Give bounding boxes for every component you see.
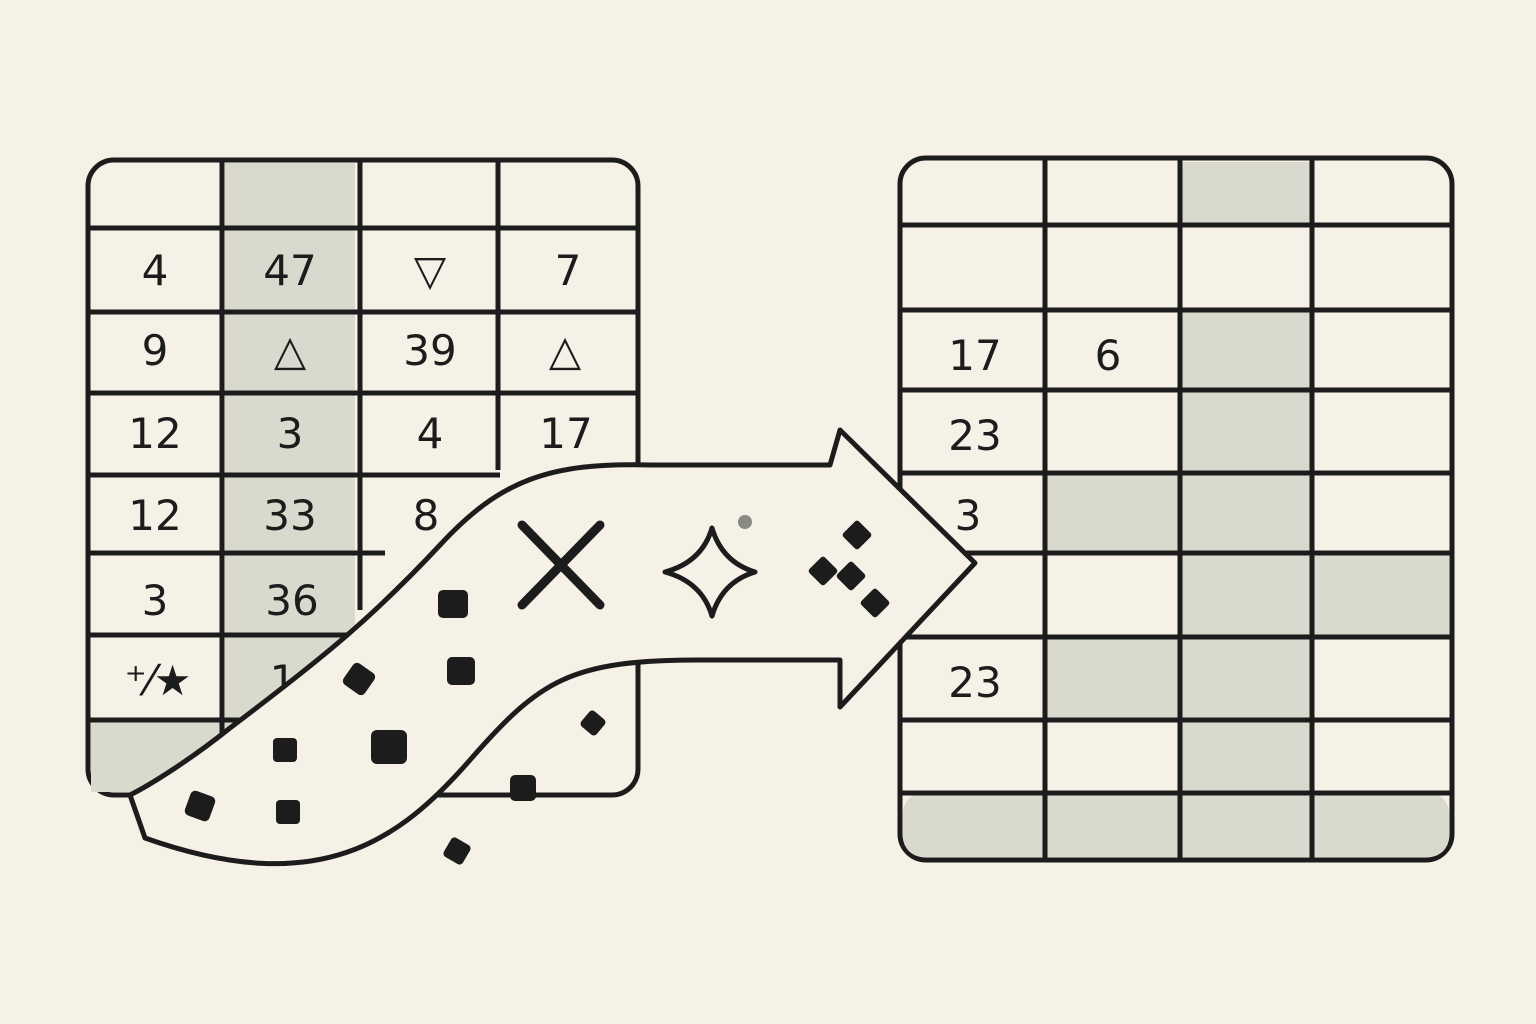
source-cell-r3c4: 17 bbox=[539, 409, 592, 458]
source-cell-r3c2: 3 bbox=[277, 409, 304, 458]
source-cell-r4c2: 33 bbox=[263, 491, 316, 540]
source-cell-r2c2: △ bbox=[274, 326, 307, 375]
source-cell-r5c1: 3 bbox=[142, 576, 169, 625]
result-cell-r2c2: 6 bbox=[1095, 331, 1122, 380]
close-icon bbox=[517, 520, 605, 610]
source-cell-r3c1: 12 bbox=[128, 409, 181, 458]
result-cell-r4c1: 3 bbox=[955, 491, 982, 540]
result-cells: 17 6 23 3 23 bbox=[948, 331, 1121, 707]
result-cell-r2c1: 17 bbox=[948, 331, 1001, 380]
source-cell-r6c1: ⁺⁄★ bbox=[125, 656, 192, 705]
result-table: 17 6 23 3 23 bbox=[897, 155, 1455, 863]
result-grid-lines bbox=[902, 160, 1450, 858]
result-cell-r6c1: 23 bbox=[948, 658, 1001, 707]
sparkle-icon bbox=[662, 525, 758, 619]
source-cell-r4c3: 8 bbox=[413, 491, 440, 540]
sparkle-dot bbox=[738, 515, 752, 529]
source-cell-r2c3: 39 bbox=[403, 326, 456, 375]
source-table: 4 47 ▽ 7 9 △ 39 △ 12 3 4 17 12 33 8 3 36… bbox=[85, 157, 641, 798]
source-cell-r4c1: 12 bbox=[128, 491, 181, 540]
source-cell-r2c1: 9 bbox=[142, 326, 169, 375]
source-grid-lines bbox=[90, 162, 636, 795]
source-cell-r1c2: 47 bbox=[263, 246, 316, 295]
transform-arrow bbox=[127, 427, 978, 867]
source-cell-r5c2: 36 bbox=[265, 576, 318, 625]
source-cell-r1c1: 4 bbox=[142, 246, 169, 295]
source-cell-r2c4: △ bbox=[549, 326, 582, 375]
arrow-body bbox=[127, 427, 978, 867]
source-cell-r1c3: ▽ bbox=[414, 246, 447, 295]
source-cell-r3c3: 4 bbox=[417, 409, 444, 458]
scatter-dots-icon bbox=[808, 520, 890, 618]
source-shaded-column bbox=[225, 163, 355, 723]
source-cell-r1c4: 7 bbox=[555, 246, 582, 295]
scattered-particles bbox=[184, 590, 606, 865]
source-cells: 4 47 ▽ 7 9 △ 39 △ 12 3 4 17 12 33 8 3 36… bbox=[125, 246, 593, 705]
result-cell-r3c1: 23 bbox=[948, 411, 1001, 460]
